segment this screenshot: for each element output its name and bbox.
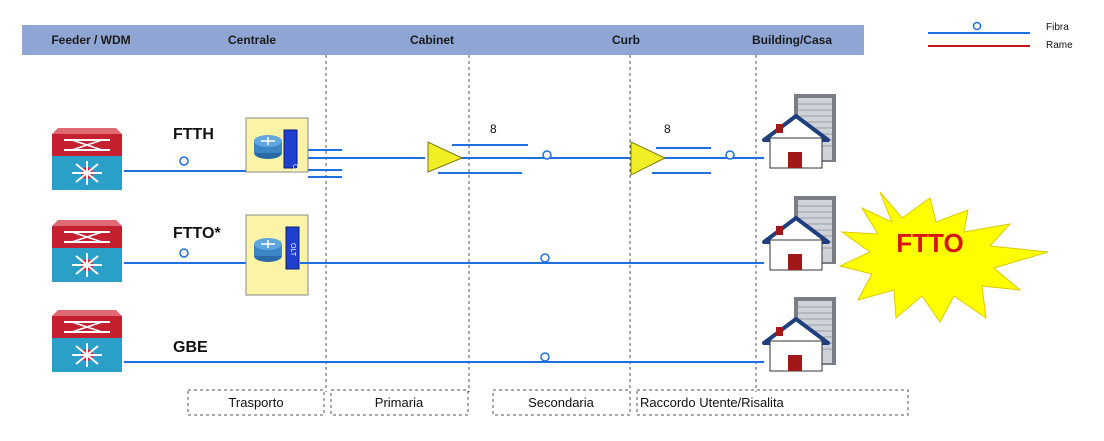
legend-fiber-label: Fibra bbox=[1046, 22, 1069, 33]
label-ftth: FTTH bbox=[173, 126, 214, 143]
legend-copper-label: Rame bbox=[1046, 40, 1073, 51]
fiber-marker-icon bbox=[540, 352, 550, 362]
fiber-marker-icon bbox=[542, 150, 552, 160]
fiber-marker-icon bbox=[179, 248, 189, 258]
segment-primaria: Primaria bbox=[375, 395, 424, 410]
building-ftth-icon bbox=[762, 92, 838, 170]
splitter-curb-icon bbox=[630, 141, 667, 176]
ftto-burst-shape bbox=[838, 191, 1049, 323]
zone-dividers bbox=[325, 55, 757, 392]
splitter-cabinet-icon bbox=[427, 141, 464, 173]
header-bar bbox=[22, 25, 864, 55]
header-cabinet: Cabinet bbox=[410, 33, 454, 47]
fiber-marker-icon bbox=[725, 150, 735, 160]
segment-trasporto: Trasporto bbox=[228, 395, 283, 410]
building-gbe-icon bbox=[762, 295, 838, 373]
switch-ftth-icon bbox=[51, 127, 123, 191]
legend-fiber-marker-icon bbox=[972, 21, 982, 31]
header-centrale: Centrale bbox=[228, 33, 276, 47]
label-ftto: FTTO* bbox=[173, 225, 221, 242]
header-building: Building/Casa bbox=[752, 33, 832, 47]
split-ratio-curb: 8 bbox=[664, 122, 671, 136]
switch-ftto-icon bbox=[51, 219, 123, 283]
fiber-marker-icon bbox=[179, 156, 189, 166]
split-ratio-cabinet: 8 bbox=[490, 122, 497, 136]
ftth-feeder-lines bbox=[308, 144, 764, 178]
segment-boxes bbox=[187, 389, 909, 416]
header-curb: Curb bbox=[612, 33, 640, 47]
olt-ftth-label: OLT bbox=[291, 164, 298, 178]
header-feeder: Feeder / WDM bbox=[51, 33, 130, 47]
switch-gbe-icon bbox=[51, 309, 123, 373]
olt-ftto-label: OLT bbox=[289, 243, 296, 257]
building-ftto-icon bbox=[762, 194, 838, 272]
fiber-marker-icon bbox=[540, 253, 550, 263]
ftto-burst-label: FTTO bbox=[896, 228, 963, 258]
label-gbe: GBE bbox=[173, 339, 208, 356]
segment-raccordo: Raccordo Utente/Risalita bbox=[640, 395, 785, 410]
segment-secondaria: Secondaria bbox=[528, 395, 595, 410]
